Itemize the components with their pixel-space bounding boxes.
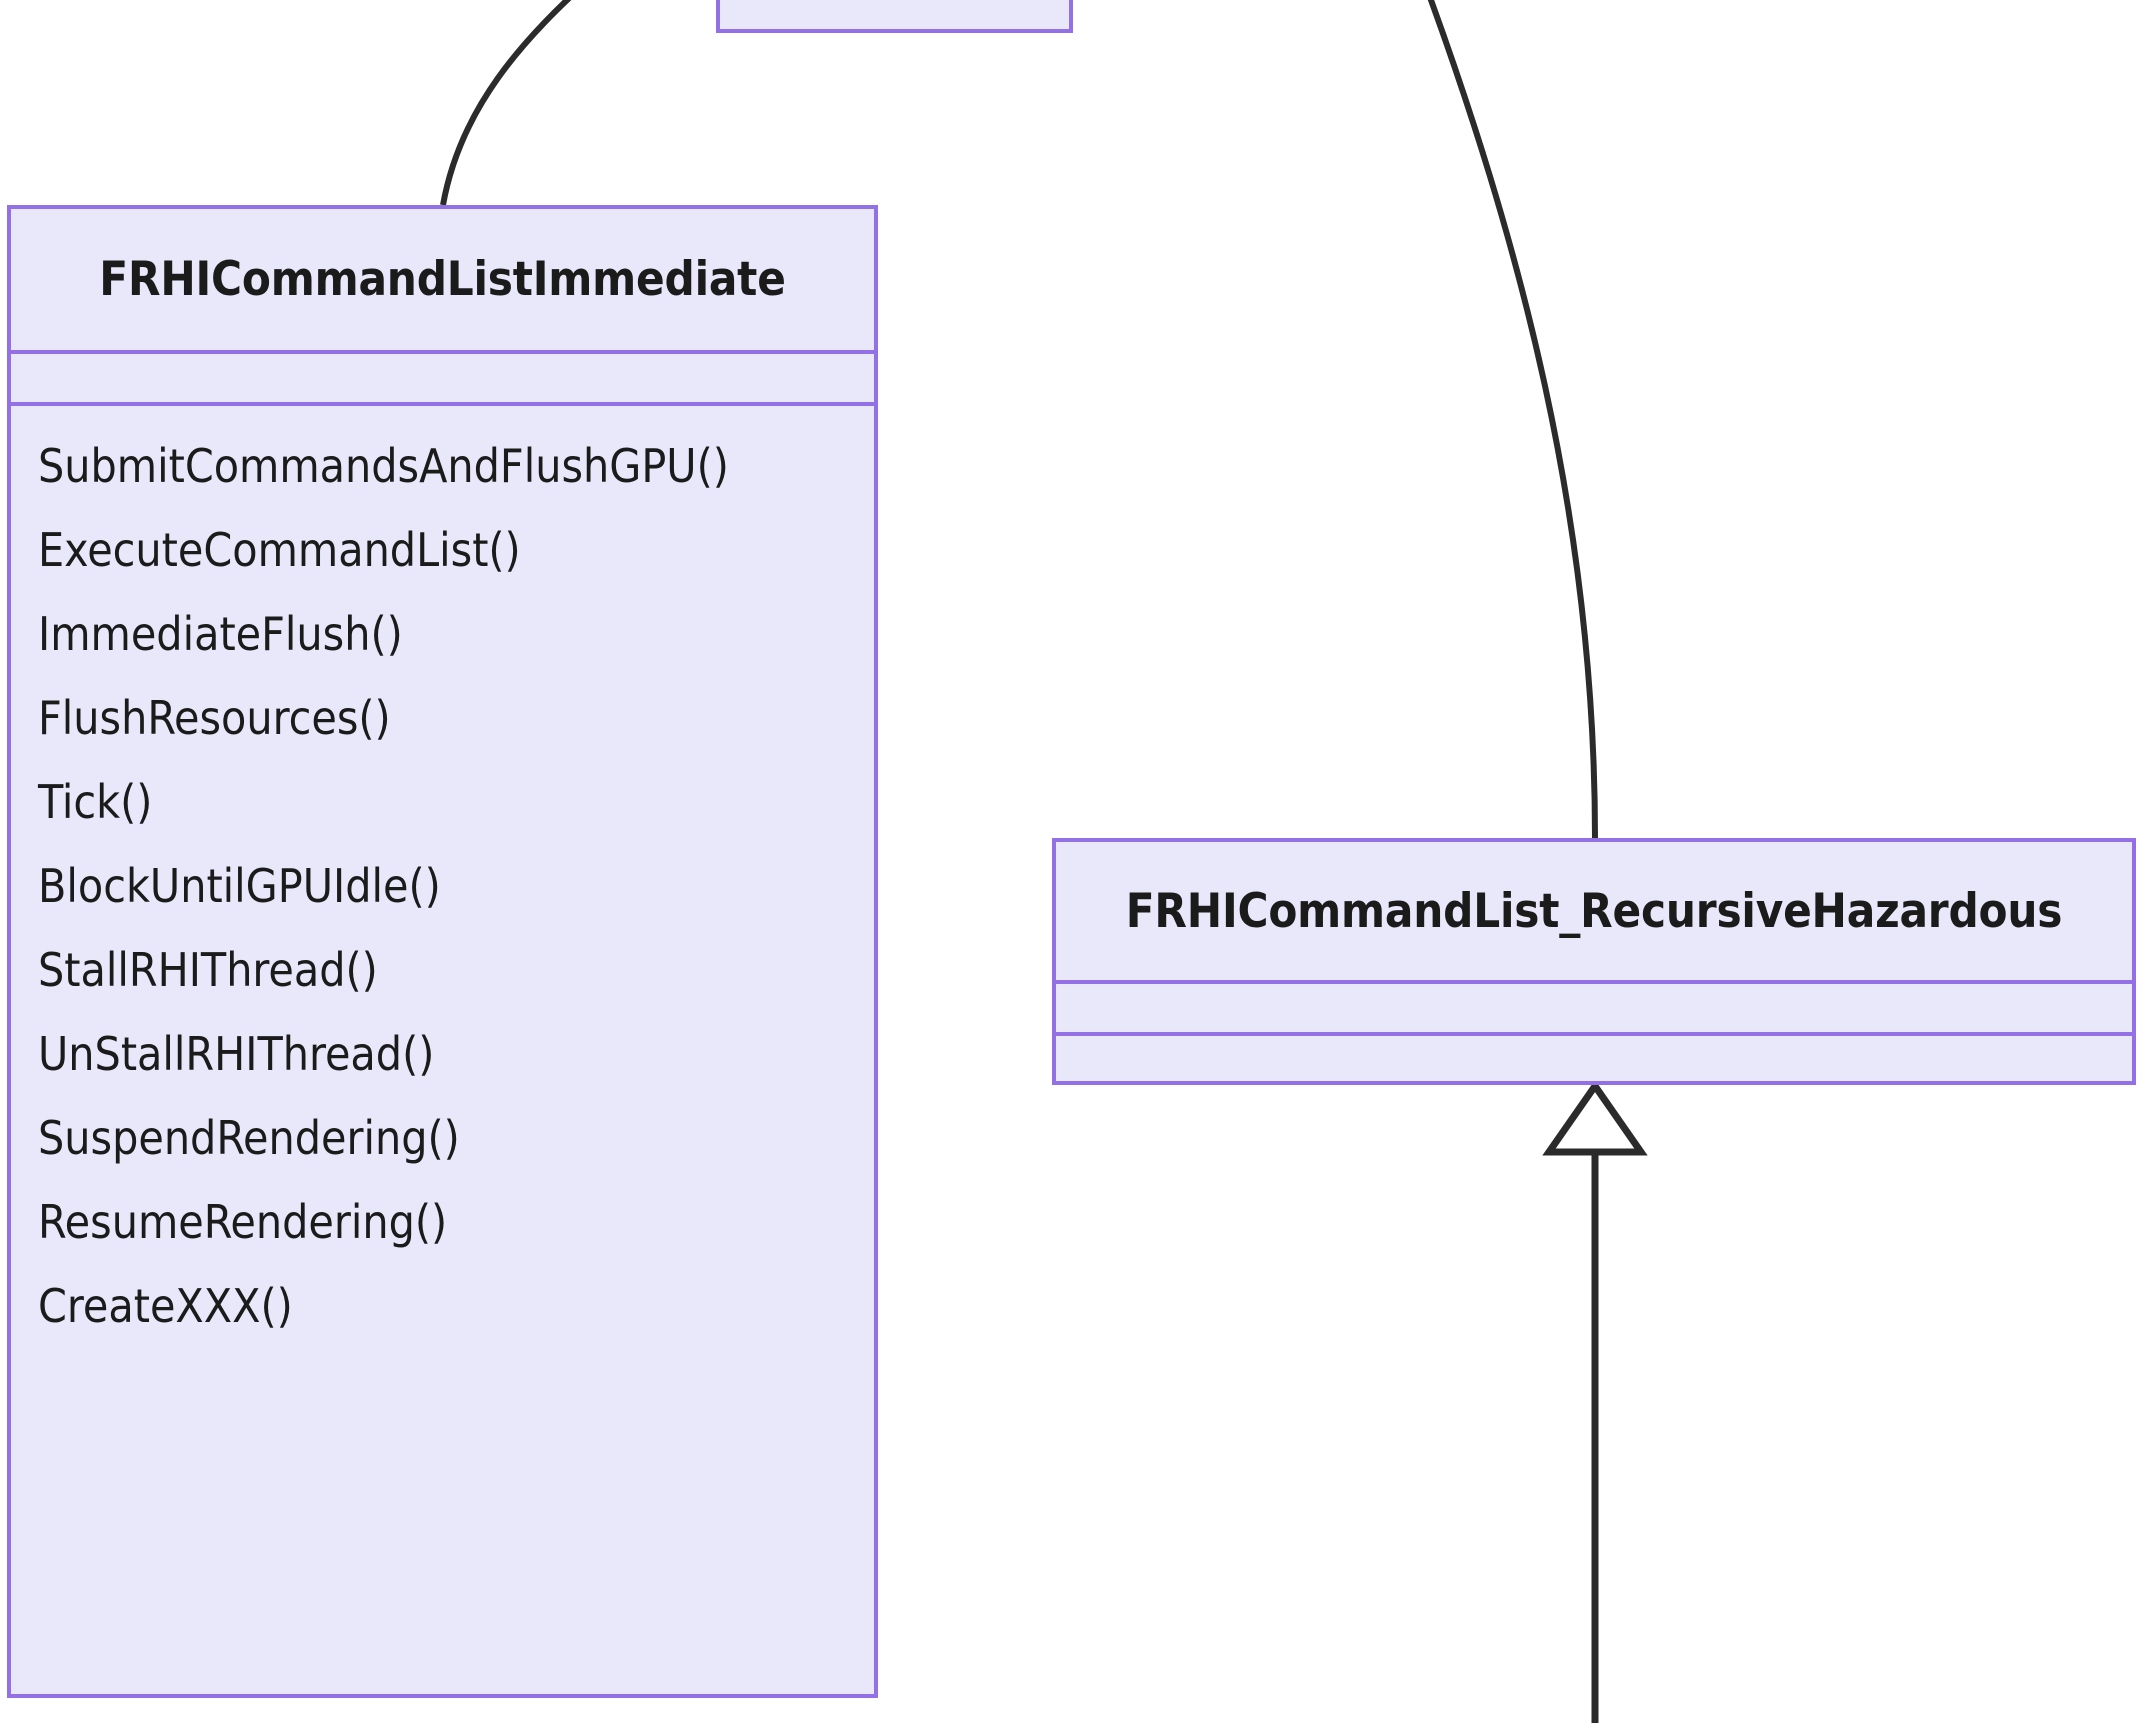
class-operation: StallRHIThread() (38, 943, 378, 997)
class-operations-compartment: SubmitCommandsAndFlushGPU() ExecuteComma… (11, 402, 874, 1694)
class-operation: UnStallRHIThread() (38, 1027, 435, 1081)
class-operation: Tick() (38, 775, 153, 829)
class-operation: SuspendRendering() (38, 1111, 460, 1165)
class-title-frhicommandlist-recursivehazardous: FRHICommandList_RecursiveHazardous (1125, 883, 2063, 939)
class-title-frhicommandlistimmediate: FRHICommandListImmediate (99, 252, 786, 307)
edge-immediate-up (440, 0, 572, 206)
class-box-frhicommandlistimmediate[interactable]: FRHICommandListImmediate SubmitCommandsA… (7, 205, 878, 1698)
class-box-partial-top[interactable] (716, 0, 1073, 33)
class-operation: FlushResources() (38, 691, 391, 745)
class-operation: ExecuteCommandList() (38, 523, 521, 577)
edge-recursive-up (1427, 0, 1598, 839)
class-operation: ResumeRendering() (38, 1195, 448, 1249)
class-operation: BlockUntilGPUIdle() (38, 859, 441, 913)
class-attributes-compartment (11, 350, 874, 402)
class-operations-compartment (1056, 1032, 2132, 1081)
class-box-frhicommandlist-recursivehazardous[interactable]: FRHICommandList_RecursiveHazardous (1052, 838, 2136, 1085)
class-attributes-compartment (1056, 980, 2132, 1032)
class-operation: SubmitCommandsAndFlushGPU() (38, 439, 729, 493)
hollow-triangle-arrowhead (1542, 1079, 1648, 1156)
class-operation: CreateXXX() (38, 1279, 293, 1333)
class-operation: ImmediateFlush() (38, 607, 403, 661)
